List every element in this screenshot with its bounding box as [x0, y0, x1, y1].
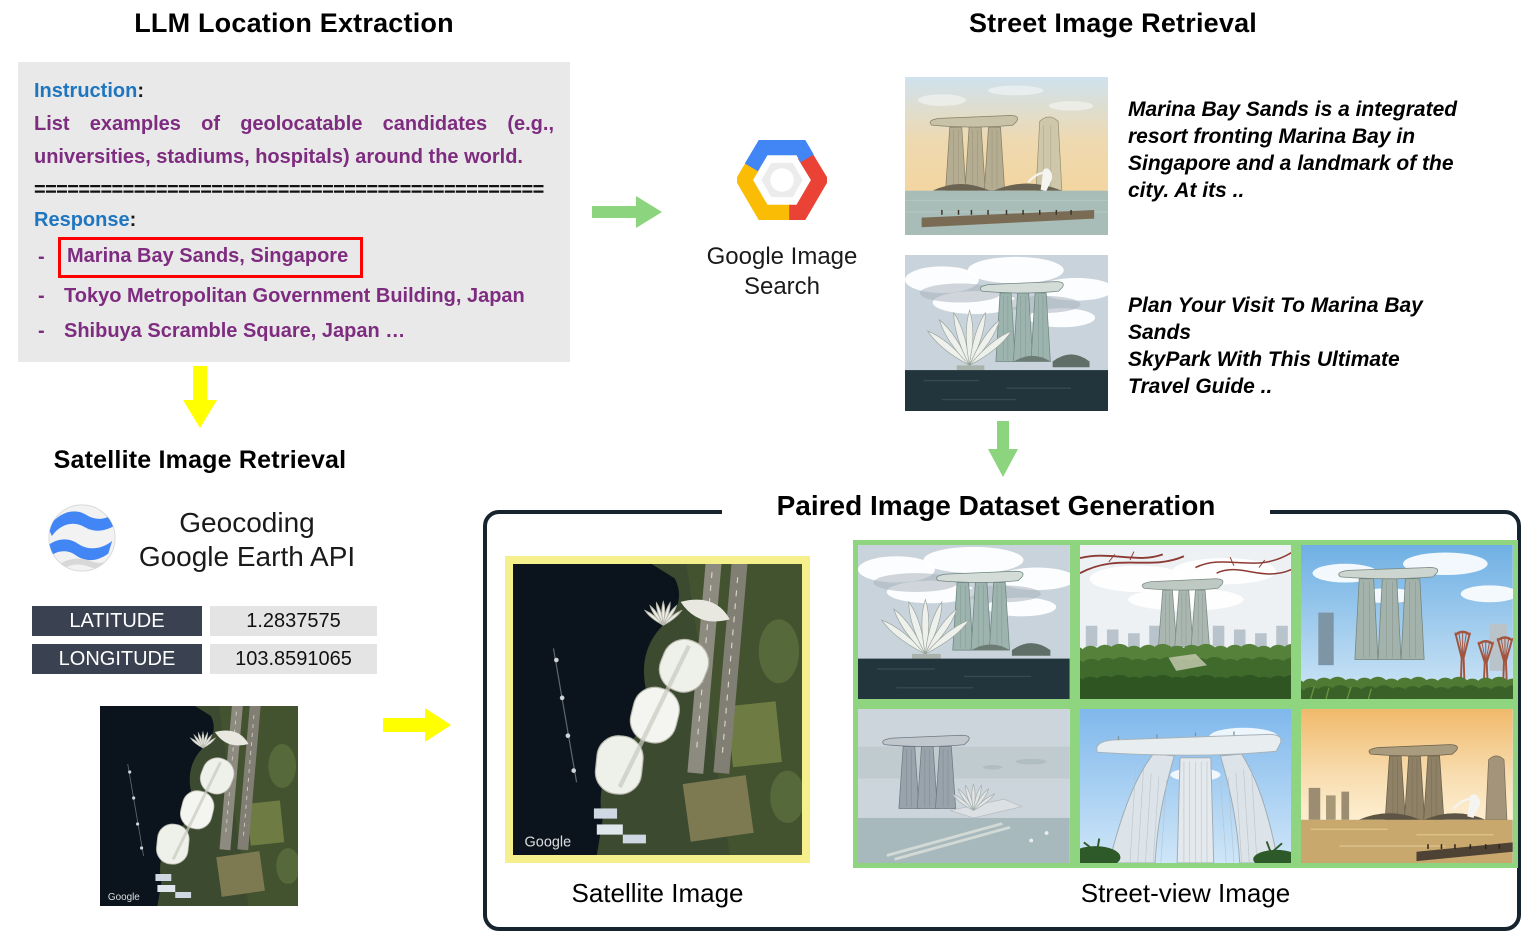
geocoding-api-label: Geocoding Google Earth API — [118, 506, 376, 574]
longitude-value: 103.8591065 — [210, 644, 377, 674]
satellite-image-label: Satellite Image — [571, 878, 744, 908]
separator-line: ========================================… — [34, 179, 544, 201]
google-earth-api-line: Google Earth API — [138, 541, 356, 572]
street-view-thumb-6 — [1296, 704, 1518, 868]
paired-street-grid — [853, 540, 1518, 868]
google-image-search-icon — [735, 138, 829, 222]
street-result-photo-2 — [905, 255, 1108, 411]
google-earth-icon — [46, 502, 118, 574]
street-view-thumb-2 — [1074, 540, 1297, 704]
flow-arrow-right-green — [592, 196, 662, 228]
street-section-title: Street Image Retrieval — [968, 8, 1258, 38]
flow-arrow-right-yellow — [383, 708, 451, 742]
highlighted-location: Marina Bay Sands, Singapore — [58, 237, 364, 278]
paired-section-title: Paired Image Dataset Generation — [722, 490, 1270, 522]
llm-prompt-box: Instruction: List examples of geolocatab… — [18, 62, 570, 362]
satellite-section-title: Satellite Image Retrieval — [53, 446, 347, 474]
llm-section-title: LLM Location Extraction — [134, 8, 454, 38]
flow-arrow-down-yellow — [183, 366, 217, 428]
street-view-thumb-1 — [853, 540, 1075, 704]
svg-text:Google: Google — [108, 892, 140, 903]
street-view-image-label: Street-view Image — [1080, 878, 1291, 908]
google-image-search-label: Google Image Search — [706, 243, 858, 300]
caption-line: SkyPark With This Ultimate Travel Guide … — [1128, 348, 1400, 398]
paired-satellite-image: Google — [505, 556, 810, 863]
street-result-caption-2: Plan Your Visit To Marina Bay Sands SkyP… — [1128, 292, 1460, 400]
satellite-photo-small: Google — [100, 706, 298, 906]
response-item: - Marina Bay Sands, Singapore — [34, 237, 554, 278]
street-view-thumb-3 — [1296, 540, 1518, 704]
street-view-thumb-5 — [1074, 704, 1297, 868]
response-item: - Shibuya Scramble Square, Japan … — [38, 320, 406, 342]
geocoding-line: Geocoding — [179, 507, 315, 538]
svg-text:Google: Google — [525, 834, 572, 850]
street-result-photo-1 — [905, 77, 1108, 235]
longitude-label: LONGITUDE — [32, 644, 202, 674]
latitude-label: LATITUDE — [32, 606, 202, 636]
flow-arrow-down-green — [988, 421, 1018, 477]
street-view-thumb-4 — [853, 704, 1075, 868]
street-result-caption-1: Marina Bay Sands is a integrated resort … — [1128, 98, 1458, 202]
response-item: - Tokyo Metropolitan Government Building… — [38, 285, 525, 307]
instruction-label: Instruction: — [34, 80, 145, 102]
instruction-text: List examples of geolocatable candidates… — [34, 113, 554, 168]
satellite-scene: Google — [513, 564, 802, 855]
caption-line: Plan Your Visit To Marina Bay Sands — [1128, 294, 1423, 344]
response-label: Response: — [34, 209, 137, 231]
latitude-value: 1.2837575 — [210, 606, 377, 636]
